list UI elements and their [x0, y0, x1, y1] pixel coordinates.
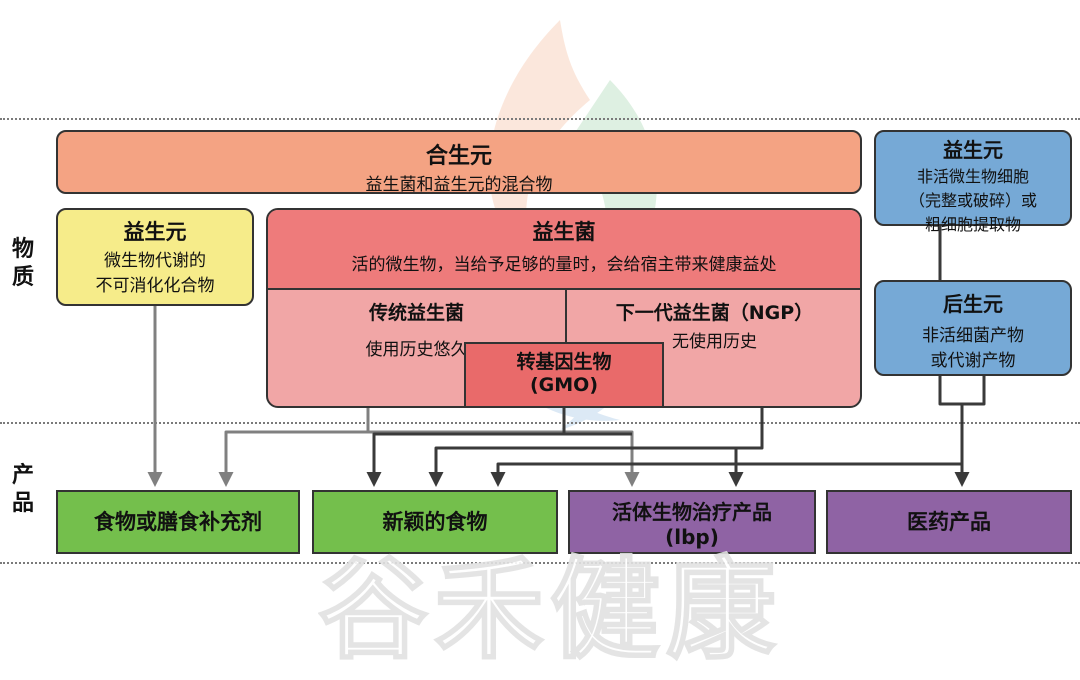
postbiotic-title: 后生元: [943, 292, 1003, 316]
medicine-label: 医药产品: [907, 510, 991, 534]
ngp-title: 下一代益生菌（NGP）: [615, 302, 814, 324]
paraprobiotic-desc-line2: （完整或破碎）或: [908, 191, 1037, 210]
prebiotic-desc-line2: 不可消化化合物: [95, 276, 215, 296]
traditional-probiotic-desc: 使用历史悠久: [365, 340, 468, 360]
product-section: [0, 424, 1080, 564]
food-supplement-label: 食物或膳食补充剂: [94, 510, 262, 534]
gmo-title-line1: 转基因生物: [516, 351, 612, 373]
medicine-box: 医药产品: [826, 490, 1072, 554]
product-section-label: 产 品: [11, 463, 34, 516]
gmo-box: 转基因生物 (GMO): [464, 342, 664, 408]
food-supplement-box: 食物或膳食补充剂: [56, 490, 300, 554]
prebiotic-box: 益生元 微生物代谢的 不可消化化合物: [56, 208, 254, 306]
material-section-label: 物 质: [11, 237, 34, 290]
lbp-label-line1: 活体生物治疗产品: [612, 500, 772, 524]
gmo-title-line2: (GMO): [529, 374, 599, 396]
novel-food-label: 新颖的食物: [382, 510, 488, 534]
synbiotic-title: 合生元: [425, 144, 492, 169]
paraprobiotic-desc-line1: 非活微生物细胞: [916, 167, 1029, 186]
traditional-probiotic-title: 传统益生菌: [368, 302, 464, 324]
postbiotic-desc-line2: 或代谢产物: [930, 351, 1016, 371]
probiotic-title: 益生菌: [532, 220, 596, 244]
lbp-label-line2: (lbp): [665, 525, 719, 549]
connector-arrows: [147, 226, 986, 487]
novel-food-box: 新颖的食物: [312, 490, 558, 554]
postbiotic-box: 后生元 非活细菌产物 或代谢产物: [874, 280, 1072, 376]
prebiotic-desc-line1: 微生物代谢的: [104, 251, 206, 271]
watermark-text: 谷禾健康: [317, 545, 782, 675]
material-section: [0, 118, 1080, 424]
ngp-desc: 无使用历史: [672, 332, 757, 352]
lbp-box: 活体生物治疗产品 (lbp): [568, 490, 816, 554]
paraprobiotic-title: 益生元: [943, 138, 1003, 162]
prebiotic-title: 益生元: [123, 220, 187, 244]
probiotic-desc: 活的微生物，当给予足够的量时，会给宿主带来健康益处: [351, 255, 777, 275]
postbiotic-desc-line1: 非活细菌产物: [922, 326, 1024, 346]
paraprobiotic-box: 益生元 非活微生物细胞 （完整或破碎）或 粗细胞提取物: [874, 130, 1072, 234]
paraprobiotic-desc-line3: 粗细胞提取物: [924, 215, 1021, 234]
synbiotic-desc: 益生菌和益生元的混合物: [365, 175, 553, 195]
synbiotic-box: 合生元 益生菌和益生元的混合物: [56, 130, 862, 195]
